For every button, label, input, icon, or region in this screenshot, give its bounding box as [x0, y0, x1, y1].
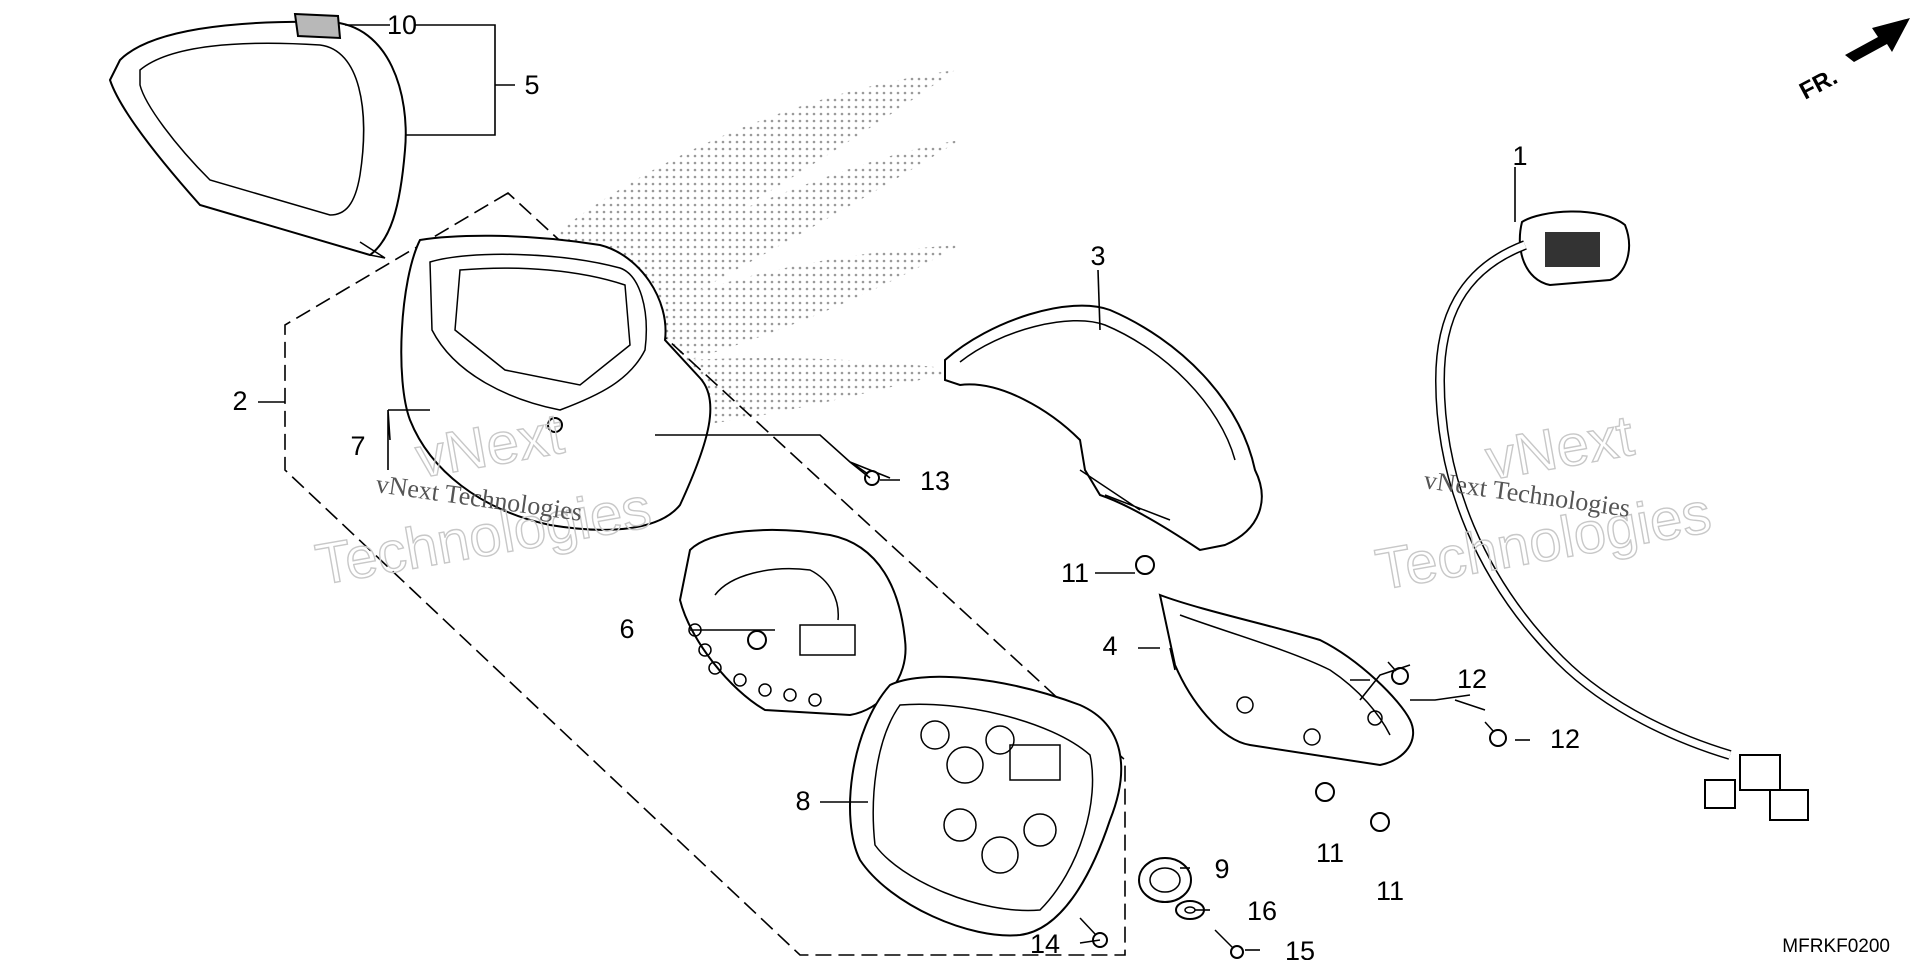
callout-12a: 12: [1457, 664, 1487, 694]
assembly-outline-2: [284, 192, 1126, 956]
callout-5: 5: [524, 70, 539, 100]
callout-11c: 11: [1376, 876, 1404, 906]
callout-11a: 11: [1061, 558, 1089, 588]
meter-base-part-8: [849, 675, 1123, 937]
callout-1: 1: [1512, 141, 1527, 171]
callout-4: 4: [1102, 631, 1117, 661]
callout-6: 6: [619, 614, 634, 644]
meter-case-part-7: [400, 234, 712, 531]
callout-8: 8: [795, 786, 810, 816]
seal-part-10: [293, 12, 342, 40]
front-arrow-icon: [1845, 18, 1910, 62]
visor-part-5: [108, 20, 407, 259]
callout-14: 14: [1030, 929, 1060, 959]
lower-cover-part-4: [1158, 593, 1415, 767]
callout-10: 10: [387, 10, 417, 40]
watermark-right: vNext Technologies vNext Technologies: [1370, 402, 1716, 603]
callout-7: 7: [350, 431, 365, 461]
callout-15: 15: [1285, 936, 1315, 960]
callout-labels: 1 2 3 4 5 6 7 8 9 10 11 11 11 12 12 13 1…: [232, 10, 1580, 960]
meter-cover-part-3: [944, 304, 1263, 552]
callout-11b: 11: [1316, 838, 1344, 868]
meter-panel-part-6: [678, 529, 907, 717]
leader-lines: [258, 24, 1530, 951]
callout-2: 2: [232, 386, 247, 416]
front-direction-indicator: FR.: [1795, 18, 1910, 105]
diagram-code: MFRKF0200: [1782, 936, 1890, 957]
callout-16: 16: [1247, 896, 1277, 926]
wire-harness-part-1: [1434, 210, 1809, 821]
callout-13: 13: [920, 466, 950, 496]
fasteners: [854, 464, 1507, 959]
grommet-part-9: [1138, 857, 1192, 903]
callout-9: 9: [1214, 854, 1229, 884]
callout-12b: 12: [1550, 724, 1580, 754]
callout-3: 3: [1090, 241, 1105, 271]
front-direction-label: FR.: [1795, 63, 1842, 105]
